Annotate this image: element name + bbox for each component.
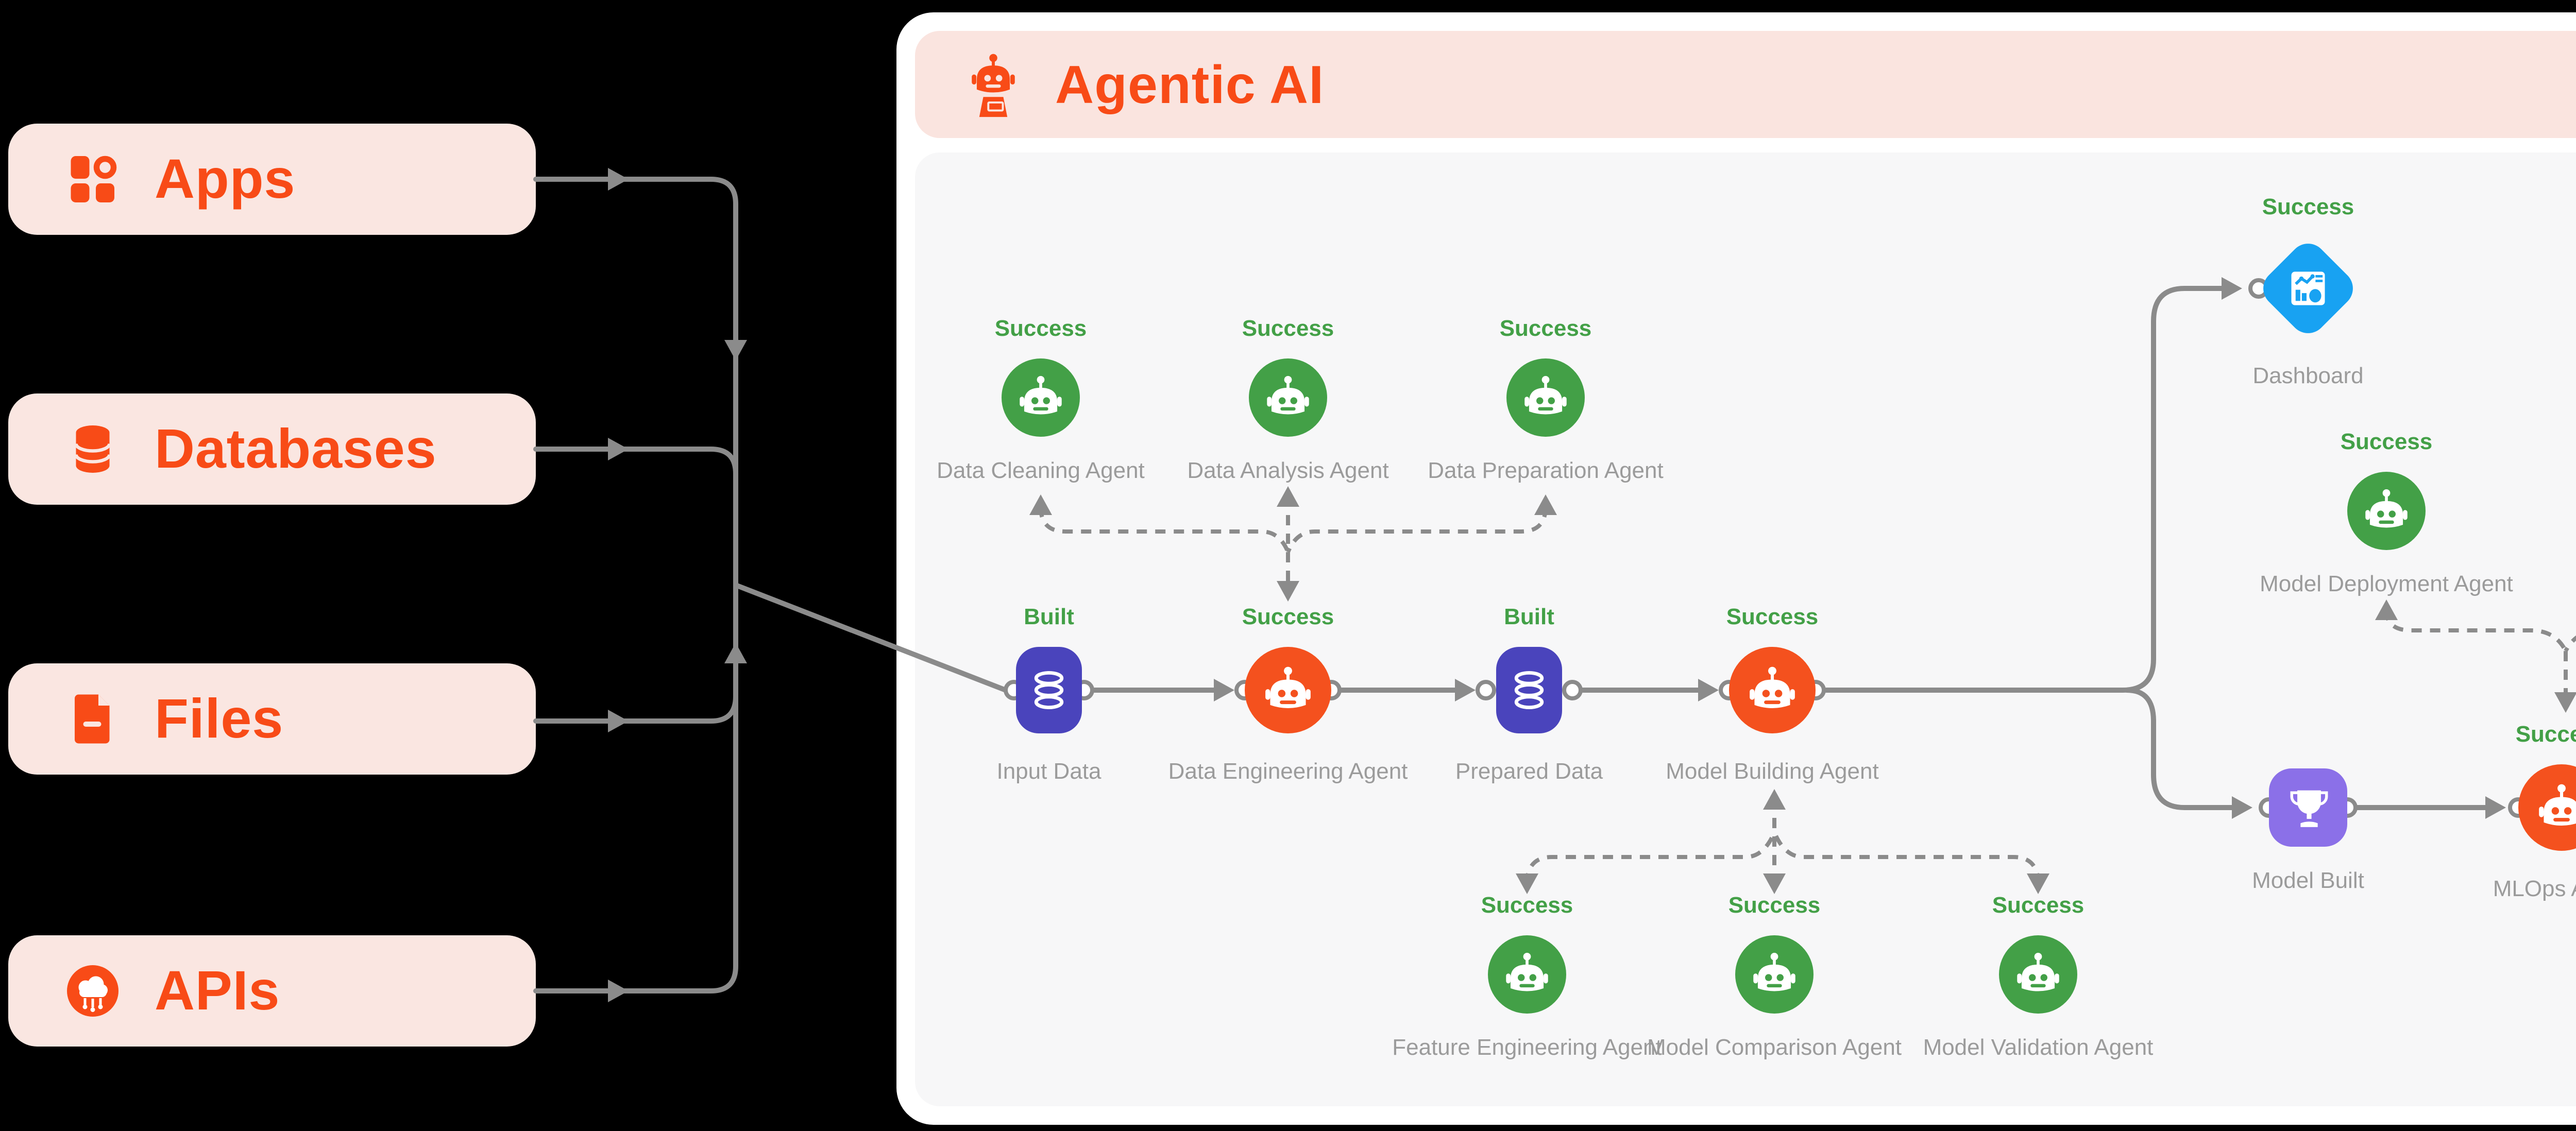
- robot-icon: [1261, 371, 1315, 424]
- node-label: Model Deployment Agent: [2260, 573, 2513, 597]
- node-label: Prepared Data: [1455, 760, 1603, 785]
- node-label: Data Preparation Agent: [1428, 459, 1664, 484]
- status-label: Built: [1024, 606, 1074, 630]
- apps-icon: [62, 148, 124, 210]
- data-icon: [1504, 665, 1554, 715]
- status-label: Success: [2262, 196, 2354, 220]
- status-label: Success: [1242, 606, 1334, 630]
- node-label: Model Built: [2252, 869, 2364, 894]
- robot-icon: [1259, 661, 1317, 719]
- api-icon: [62, 960, 124, 1022]
- status-label: Success: [994, 317, 1087, 342]
- node-label: Model Comparison Agent: [1647, 1036, 1902, 1061]
- status-label: Success: [2515, 723, 2576, 748]
- robot-icon: [1748, 948, 1801, 1001]
- status-label: Success: [2340, 431, 2433, 455]
- panel-header: Agentic AI: [915, 31, 2576, 138]
- source-box-label: Files: [155, 687, 284, 749]
- trophy-icon: [2282, 782, 2334, 833]
- source-box-label: Databases: [155, 417, 437, 479]
- robot-icon: [1014, 371, 1067, 424]
- node-label: Dashboard: [2252, 365, 2364, 389]
- database-icon: [62, 418, 124, 480]
- node-label: Feature Engineering Agent: [1392, 1036, 1662, 1061]
- node-label: Data Analysis Agent: [1187, 459, 1389, 484]
- status-label: Success: [1499, 317, 1592, 342]
- node-label: Model Validation Agent: [1923, 1036, 2154, 1061]
- robot-icon: [1500, 948, 1554, 1001]
- agentic-ai-panel: Agentic AI: [896, 12, 2576, 1125]
- source-box-label: Apps: [155, 147, 296, 209]
- robot-icon: [1743, 661, 1801, 719]
- status-label: Success: [1481, 894, 1573, 919]
- panel-title: Agentic AI: [1055, 53, 1325, 114]
- robot-icon: [1519, 371, 1572, 424]
- source-box-databases[interactable]: Databases: [8, 393, 536, 505]
- node-label: Data Cleaning Agent: [937, 459, 1145, 484]
- robot-icon: [2360, 484, 2413, 538]
- node-label: Input Data: [996, 760, 1101, 785]
- status-label: Success: [1242, 317, 1334, 342]
- robot-icon: [960, 49, 1026, 119]
- status-label: Success: [1728, 894, 1821, 919]
- data-icon: [1024, 665, 1074, 715]
- dashboard-chart-icon: [2281, 262, 2335, 315]
- robot-icon: [2011, 948, 2065, 1001]
- source-box-label: APIs: [155, 959, 280, 1021]
- robot-icon: [2533, 779, 2576, 836]
- source-box-files[interactable]: Files: [8, 663, 536, 775]
- status-label: Success: [1992, 894, 2084, 919]
- status-label: Built: [1504, 606, 1554, 630]
- file-icon: [62, 688, 124, 750]
- source-box-apis[interactable]: APIs: [8, 935, 536, 1047]
- status-label: Success: [1726, 606, 1819, 630]
- node-label: MLOps Agent: [2493, 878, 2576, 902]
- node-label: Model Building Agent: [1666, 760, 1879, 785]
- source-box-apps[interactable]: Apps: [8, 124, 536, 235]
- node-label: Data Engineering Agent: [1168, 760, 1408, 785]
